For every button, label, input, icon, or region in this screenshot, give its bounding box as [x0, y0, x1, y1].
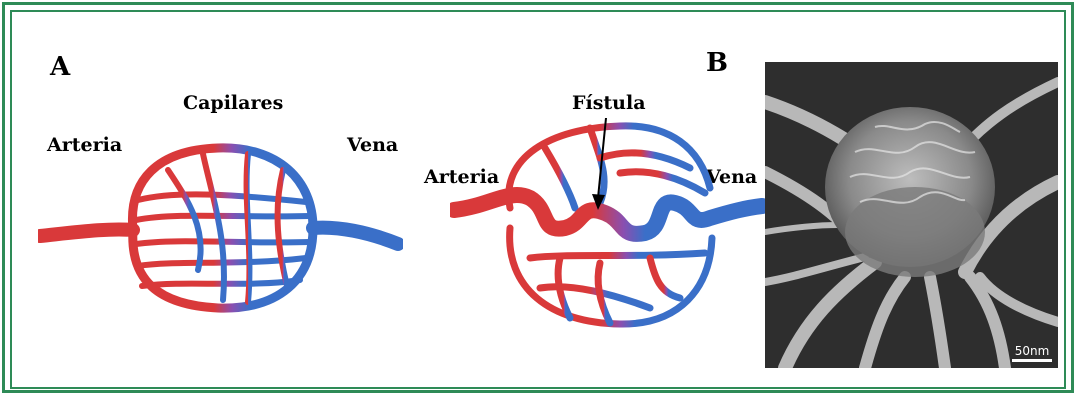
artery-trunk — [40, 229, 133, 236]
panel-a-capillary-network — [38, 140, 403, 320]
panel-b-fistula-label: Fístula — [572, 92, 646, 114]
panel-b-letter: B — [706, 48, 728, 78]
fistula-vessel — [454, 195, 762, 234]
panel-b-fistula-network — [450, 118, 765, 333]
vein-trunk — [313, 228, 398, 244]
panel-a-capillaries-label: Capilares — [183, 92, 283, 114]
micrograph-image — [765, 62, 1058, 368]
sem-micrograph: 50nm — [765, 62, 1058, 368]
scale-label: 50nm — [1012, 344, 1052, 358]
scale-bar: 50nm — [1012, 344, 1052, 362]
panel-a-letter: A — [50, 52, 70, 82]
